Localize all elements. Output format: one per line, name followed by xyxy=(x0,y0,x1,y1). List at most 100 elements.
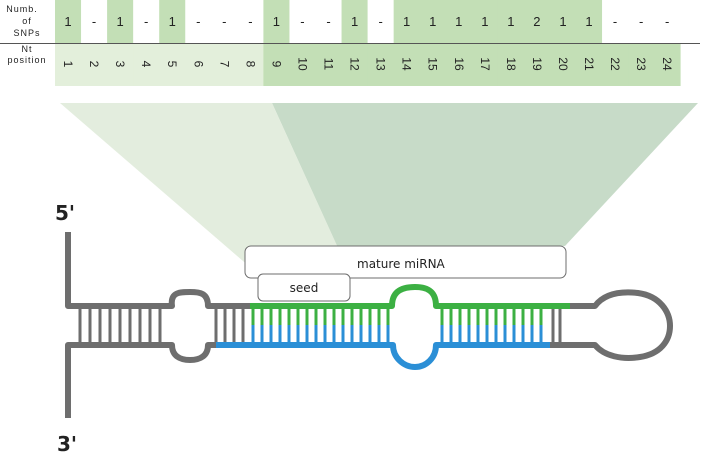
snp-count-value: 1 xyxy=(403,14,410,29)
snp-count-cell xyxy=(549,0,577,43)
snp-count-cell xyxy=(133,0,160,43)
position-cell xyxy=(81,44,108,86)
snp-count-value: 1 xyxy=(429,14,436,29)
position-cell xyxy=(159,44,186,86)
snp-count-value: - xyxy=(665,14,669,29)
position-value: 15 xyxy=(426,57,440,71)
position-cell xyxy=(497,44,525,86)
snp-count-cell xyxy=(654,0,681,43)
snps-row-label-3: SNPs xyxy=(13,28,40,38)
position-row-label-2: position xyxy=(7,55,46,65)
snps-row-label-2: of xyxy=(22,16,32,26)
position-cell xyxy=(367,44,395,86)
position-value: 22 xyxy=(608,57,622,71)
strand-5p-gray-right xyxy=(548,289,673,361)
snp-count-cell xyxy=(523,0,551,43)
position-cell xyxy=(289,44,316,86)
position-value: 12 xyxy=(348,57,362,71)
snp-count-cell xyxy=(185,0,212,43)
snp-count-value: - xyxy=(222,14,226,29)
snp-count-value: - xyxy=(248,14,252,29)
position-cell xyxy=(263,44,290,86)
position-cell xyxy=(55,44,82,86)
snp-count-cell xyxy=(419,0,447,43)
position-cell xyxy=(393,44,421,86)
snp-count-value: - xyxy=(300,14,304,29)
mature-funnel xyxy=(272,103,698,246)
position-cell xyxy=(133,44,160,86)
snp-count-cell xyxy=(263,0,290,43)
snp-count-value: - xyxy=(378,14,382,29)
snp-count-cell xyxy=(315,0,342,43)
position-cell xyxy=(654,44,681,86)
position-value: 21 xyxy=(582,57,596,71)
position-value: 13 xyxy=(374,57,388,71)
position-cell xyxy=(445,44,473,86)
position-value: 8 xyxy=(243,61,257,68)
snp-count-value: 1 xyxy=(273,14,280,29)
position-cell xyxy=(211,44,238,86)
snp-count-value: 2 xyxy=(533,14,540,29)
snp-count-cell xyxy=(602,0,629,43)
position-value: 6 xyxy=(191,61,205,68)
position-value: 5 xyxy=(165,61,179,68)
snp-count-value: 1 xyxy=(559,14,566,29)
snp-count-value: 1 xyxy=(585,14,592,29)
position-cell xyxy=(419,44,447,86)
three-prime-label: 3' xyxy=(57,432,77,456)
snp-count-value: - xyxy=(613,14,617,29)
position-cell xyxy=(628,44,655,86)
snp-count-cell xyxy=(576,0,603,43)
position-value: 3 xyxy=(113,61,127,68)
position-cell xyxy=(341,44,368,86)
position-value: 24 xyxy=(660,57,674,71)
snp-count-cell xyxy=(211,0,238,43)
snp-count-cell xyxy=(471,0,499,43)
snp-count-value: 1 xyxy=(351,14,358,29)
snp-count-cell xyxy=(107,0,134,43)
position-value: 18 xyxy=(504,57,518,71)
snp-count-value: - xyxy=(196,14,200,29)
snp-count-value: 1 xyxy=(507,14,514,29)
snp-count-value: 1 xyxy=(169,14,176,29)
snp-count-value: - xyxy=(144,14,148,29)
snp-count-value: 1 xyxy=(117,14,124,29)
snp-count-cell xyxy=(159,0,186,43)
snp-count-cell xyxy=(367,0,395,43)
five-prime-label: 5' xyxy=(55,201,75,225)
position-cell xyxy=(315,44,342,86)
snp-count-cell xyxy=(497,0,525,43)
position-cell xyxy=(523,44,551,86)
strand-3p-blue xyxy=(214,342,550,370)
snp-count-cell xyxy=(628,0,655,43)
position-value: 7 xyxy=(217,61,231,68)
base-pairs xyxy=(78,309,562,342)
snp-count-cell xyxy=(237,0,264,43)
position-cell xyxy=(237,44,264,86)
snp-count-cell xyxy=(393,0,421,43)
snp-count-value: - xyxy=(639,14,643,29)
strand-5p-green xyxy=(250,284,572,309)
snp-table: Numb. of SNPs Nt position 11-213-415-6-7… xyxy=(0,0,700,86)
position-row-label-1: Nt xyxy=(22,44,33,54)
position-cell xyxy=(185,44,212,86)
position-value: 9 xyxy=(269,61,283,68)
mature-mirna-box xyxy=(244,245,567,279)
snp-count-value: - xyxy=(326,14,330,29)
strand-5p-gray-left xyxy=(65,232,252,309)
position-value: 14 xyxy=(400,57,414,71)
seed-box xyxy=(257,273,351,302)
position-value: 16 xyxy=(452,57,466,71)
snp-count-value: - xyxy=(92,14,96,29)
snp-count-cell xyxy=(289,0,316,43)
position-value: 11 xyxy=(322,58,336,71)
position-cell xyxy=(471,44,499,86)
position-value: 17 xyxy=(478,57,492,71)
snp-count-value: 1 xyxy=(64,14,71,29)
position-cell xyxy=(107,44,134,86)
position-value: 10 xyxy=(295,57,309,71)
position-value: 4 xyxy=(139,61,153,68)
seed-label: seed xyxy=(290,281,319,295)
seed-funnel xyxy=(60,103,350,274)
